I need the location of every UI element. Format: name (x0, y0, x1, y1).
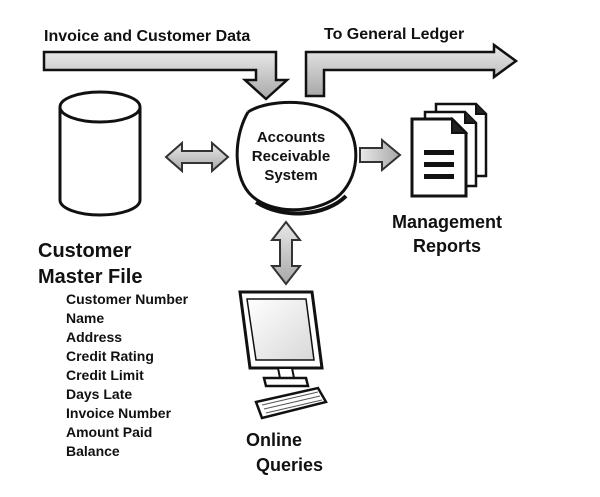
customer-master-file-title: Customer Master File (38, 238, 142, 290)
field-days-late: Days Late (66, 386, 133, 402)
accounts-receivable-circle (235, 100, 358, 216)
general-ledger-arrow (304, 42, 519, 98)
field-credit-limit: Credit Limit (66, 367, 144, 383)
general-ledger-label: To General Ledger (324, 26, 465, 43)
accounts-receivable-label: Accounts Receivable System (236, 128, 346, 185)
keyboard-icon (254, 386, 328, 420)
master-file-field-list: Customer Number Name Address Credit Rati… (66, 290, 188, 461)
input-flow-arrow (42, 50, 291, 101)
system-label-line1: Accounts (256, 129, 326, 146)
queries-label-line2: Queries (256, 455, 324, 475)
computer-monitor-icon (238, 290, 324, 388)
master-title-line2: Master File (38, 266, 143, 288)
input-flow-label: Invoice and Customer Data (44, 28, 251, 45)
online-queries-label: Online Queries (246, 428, 332, 478)
management-reports-label: Management Reports (380, 210, 514, 258)
queries-label-line1: Online (246, 430, 303, 450)
field-credit-rating: Credit Rating (66, 348, 154, 364)
reports-label-line1: Management (391, 212, 503, 232)
system-queries-double-arrow (269, 220, 303, 286)
database-icon (58, 90, 142, 217)
reports-label-line2: Reports (412, 236, 481, 256)
field-address: Address (66, 329, 123, 345)
field-customer-number: Customer Number (66, 291, 189, 307)
field-name: Name (66, 310, 105, 326)
reports-document-icon (410, 102, 488, 198)
system-label-line3: System (264, 167, 318, 184)
field-amount-paid: Amount Paid (66, 424, 153, 440)
field-invoice-number: Invoice Number (66, 405, 172, 421)
system-reports-arrow (359, 137, 402, 173)
system-label-line2: Receivable (251, 148, 331, 165)
master-title-line1: Customer (38, 240, 132, 262)
field-balance: Balance (66, 443, 120, 459)
database-system-double-arrow (164, 140, 230, 174)
